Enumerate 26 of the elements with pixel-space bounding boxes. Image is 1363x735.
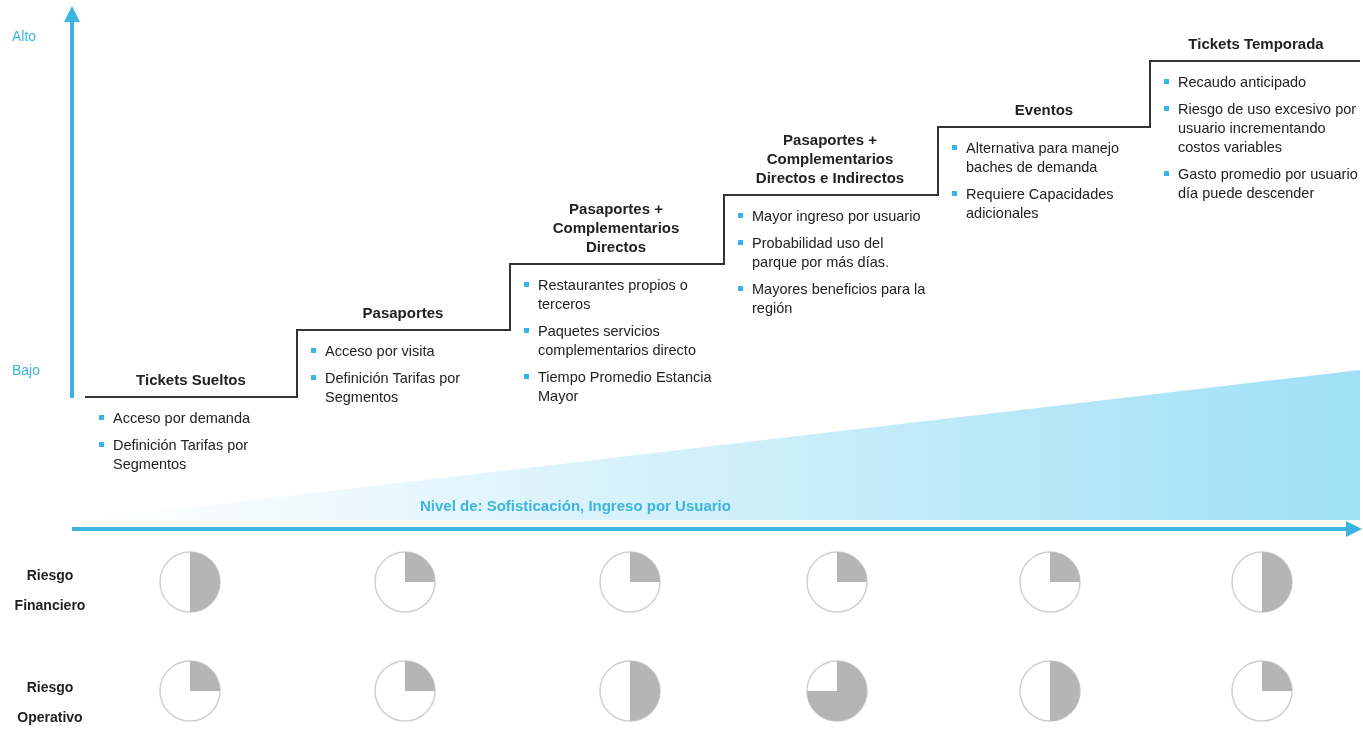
bullet-item: Definición Tarifas por Segmentos [311,369,505,407]
axis-title: Nivel de: Sofisticación, Ingreso por Usuario [420,497,731,514]
bullet-item: Tiempo Promedio Estancia Mayor [524,368,718,406]
row-label: Riesgo Operativo [16,678,84,727]
bullet-item: Restaurantes propios o terceros [524,276,718,314]
bullet-item: Gasto promedio por usuario día puede descender [1164,165,1358,203]
step-heading: Eventos [1014,100,1074,119]
axis-label: Alto [12,28,37,44]
row-label: Riesgo Financiero [13,566,87,615]
step-heading: Pasaportes + Complementarios Directos [551,199,681,256]
step-heading: Pasaportes [362,303,444,322]
bullet-item: Acceso por demanda [99,409,293,428]
bullet-item: Probabilidad uso del parque por más días. [738,234,932,272]
bullet-item: Requiere Capacidades adicionales [952,185,1146,223]
axis-label: Bajo [12,362,41,378]
bullet-item: Definición Tarifas por Segmentos [99,436,293,474]
bullet-item: Mayor ingreso por usuario [738,207,932,226]
bullet-item: Paquetes servicios complementarios directo [524,322,718,360]
bullet-item: Alternativa para manejo baches de demanda [952,139,1146,177]
bullet-item: Riesgo de uso excesivo por usuario incrementando costos variables [1164,100,1358,157]
step-heading: Tickets Temporada [1188,34,1324,53]
bullet-item: Mayores beneficios para la región [738,280,932,318]
step-heading: Tickets Sueltos [136,370,246,389]
bullet-item: Recaudo anticipado [1164,73,1358,92]
step-heading: Pasaportes + Complementarios Directos e Indirectos [754,130,906,187]
bullet-item: Acceso por visita [311,342,505,361]
